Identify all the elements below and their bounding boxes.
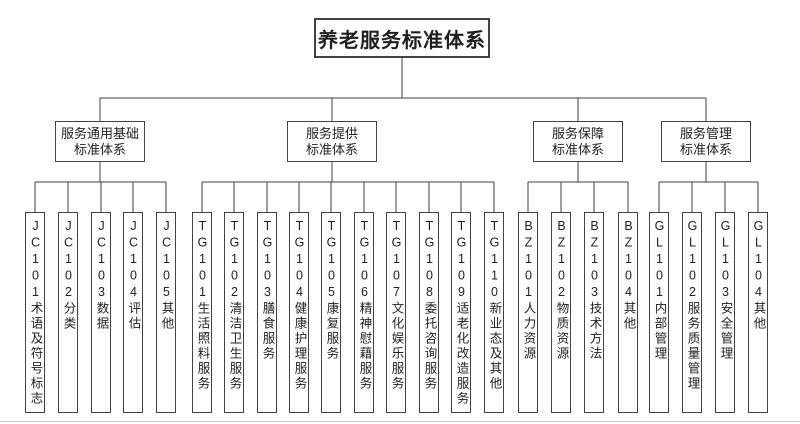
- branch-label-line: 服务管理: [679, 125, 732, 141]
- leaf-node-gl101: GL101内部管理: [649, 212, 669, 413]
- leaf-label: TG102清洁卫生服务: [227, 219, 242, 392]
- leaf-node-tg109: TG109适老化改造服务: [451, 212, 471, 413]
- leaf-label: TG106精神慰藉服务: [357, 219, 372, 392]
- root-node: 养老服务标准体系: [314, 18, 490, 58]
- leaf-label: GL102服务质量管理: [685, 219, 700, 392]
- bottom-divider: [0, 421, 800, 422]
- branch-node-1: 服务提供标准体系: [287, 121, 377, 162]
- leaf-label: TG103膳食服务: [260, 219, 275, 362]
- leaf-node-jc101: JC101术语及符号标志: [25, 212, 45, 413]
- leaf-label: JC102分类: [61, 219, 76, 332]
- leaf-node-jc102: JC102分类: [58, 212, 78, 413]
- leaf-node-tg102: TG102清洁卫生服务: [224, 212, 244, 413]
- leaf-label: BZ102物质资源: [554, 219, 569, 362]
- leaf-node-jc104: JC104评估: [123, 212, 143, 413]
- leaf-node-tg108: TG108委托咨询服务: [419, 212, 439, 413]
- leaf-label: TG105康复服务: [324, 219, 339, 362]
- branch-node-2: 服务保障标准体系: [533, 121, 623, 162]
- leaf-label: GL101内部管理: [652, 219, 667, 362]
- branch-label-line: 标准体系: [679, 141, 732, 157]
- leaf-label: JC104评估: [126, 219, 141, 332]
- branch-node-3: 服务管理标准体系: [661, 121, 751, 162]
- branch-label-line: 服务保障: [551, 125, 604, 141]
- leaf-node-tg107: TG107文化娱乐服务: [386, 212, 406, 413]
- leaf-node-jc105: JC105其他: [156, 212, 176, 413]
- leaf-node-tg106: TG106精神慰藉服务: [354, 212, 374, 413]
- leaf-label: TG110新业态及其他: [487, 219, 502, 392]
- leaf-node-gl103: GL103安全管理: [715, 212, 735, 413]
- leaf-label: GL103安全管理: [718, 219, 733, 362]
- leaf-label: TG101生活照料服务: [195, 219, 210, 392]
- leaf-node-tg104: TG104健康护理服务: [289, 212, 309, 413]
- leaf-label: TG108委托咨询服务: [422, 219, 437, 392]
- leaf-node-tg110: TG110新业态及其他: [484, 212, 504, 413]
- leaf-label: TG104健康护理服务: [292, 219, 307, 392]
- leaf-node-bz104: BZ104其他: [618, 212, 638, 413]
- leaf-node-tg101: TG101生活照料服务: [192, 212, 212, 413]
- leaf-label: GL104其他: [751, 219, 766, 332]
- leaf-node-gl102: GL102服务质量管理: [682, 212, 702, 413]
- branch-label-line: 标准体系: [305, 141, 358, 157]
- leaf-node-bz102: BZ102物质资源: [551, 212, 571, 413]
- leaf-node-jc103: JC103数据: [91, 212, 111, 413]
- leaf-label: BZ103技术方法: [587, 219, 602, 362]
- leaf-label: JC101术语及符号标志: [28, 219, 43, 407]
- branch-label-line: 标准体系: [73, 141, 126, 157]
- leaf-label: TG109适老化改造服务: [454, 219, 469, 407]
- leaf-label: JC105其他: [159, 219, 174, 332]
- branch-label-line: 服务提供: [305, 125, 358, 141]
- leaf-node-bz103: BZ103技术方法: [584, 212, 604, 413]
- leaf-label: BZ104其他: [621, 219, 636, 332]
- leaf-node-gl104: GL104其他: [748, 212, 768, 413]
- leaf-node-bz101: BZ101人力资源: [518, 212, 538, 413]
- branch-label-line: 标准体系: [551, 141, 604, 157]
- leaf-label: TG107文化娱乐服务: [389, 219, 404, 392]
- leaf-label: JC103数据: [94, 219, 109, 332]
- branch-node-0: 服务通用基础标准体系: [55, 121, 145, 162]
- leaf-label: BZ101人力资源: [521, 219, 536, 362]
- leaf-node-tg105: TG105康复服务: [321, 212, 341, 413]
- leaf-node-tg103: TG103膳食服务: [257, 212, 277, 413]
- branch-label-line: 服务通用基础: [60, 125, 139, 141]
